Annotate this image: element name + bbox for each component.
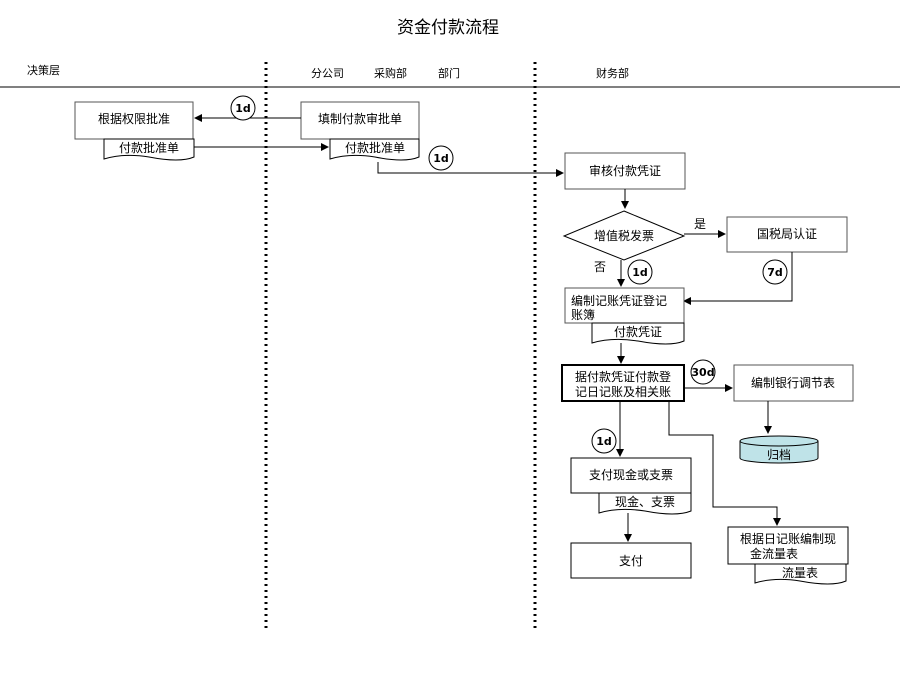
bank-reconciliation-label: 编制银行调节表 xyxy=(751,375,835,390)
duration-circle-3: 1d xyxy=(627,259,653,285)
register-journal-box: 据付款凭证付款登 记日记账及相关账 xyxy=(561,364,685,402)
svg-text:7d: 7d xyxy=(767,266,783,279)
svg-text:1d: 1d xyxy=(433,152,449,165)
register-journal-line2: 记日记账及相关账 xyxy=(575,385,671,399)
approval-doc-mid: 付款批准单 xyxy=(329,138,420,161)
lane-branch-label: 分公司 xyxy=(311,67,344,80)
fill-payment-form-box: 填制付款审批单 xyxy=(300,101,420,140)
svg-text:30d: 30d xyxy=(691,366,714,379)
prepare-voucher-label: 编制记账凭证登记账簿 xyxy=(571,293,667,322)
fill-payment-form-label: 填制付款审批单 xyxy=(318,111,402,126)
arrow-doc-to-review xyxy=(377,162,564,177)
pay-label: 支付 xyxy=(619,554,643,568)
cashflow-box: 根据日记账编制现 金流量表 xyxy=(727,526,849,565)
review-voucher-label: 审核付款凭证 xyxy=(589,163,661,178)
lane-dept-label: 部门 xyxy=(438,66,460,80)
tax-bureau-label: 国税局认证 xyxy=(757,227,817,241)
pay-cash-or-check-box: 支付现金或支票 xyxy=(570,457,692,494)
cash-check-doc-label: 现金、支票 xyxy=(615,494,675,509)
archive-label: 归档 xyxy=(767,448,791,462)
approve-by-authority-box: 根据权限批准 xyxy=(74,101,194,140)
lane-finance-label: 财务部 xyxy=(596,66,629,80)
approval-doc-left-label: 付款批准单 xyxy=(119,140,179,155)
bank-reconciliation-box: 编制银行调节表 xyxy=(733,364,854,402)
prepare-voucher-box: 编制记账凭证登记账簿 xyxy=(564,287,685,324)
duration-circle-6: 1d xyxy=(591,428,617,454)
svg-text:1d: 1d xyxy=(632,266,648,279)
pay-cash-or-check-label: 支付现金或支票 xyxy=(589,467,673,482)
arrow-tax-to-voucher xyxy=(683,252,793,305)
cash-check-doc: 现金、支票 xyxy=(598,492,692,515)
tax-bureau-box: 国税局认证 xyxy=(726,216,848,253)
no-label: 否 xyxy=(594,260,606,274)
approval-doc-left: 付款批准单 xyxy=(103,138,195,161)
page-title: 资金付款流程 xyxy=(397,18,499,38)
approval-doc-mid-label: 付款批准单 xyxy=(345,140,405,155)
vat-invoice-decision: 增值税发票 xyxy=(562,210,686,261)
svg-text:1d: 1d xyxy=(235,102,251,115)
review-voucher-box: 审核付款凭证 xyxy=(564,152,686,190)
cashflow-line1: 根据日记账编制现 xyxy=(740,531,836,546)
duration-circle-1: 1d xyxy=(230,95,256,121)
approve-by-authority-label: 根据权限批准 xyxy=(98,111,170,126)
svg-text:1d: 1d xyxy=(596,435,612,448)
duration-circle-4: 7d xyxy=(762,259,788,285)
register-journal-line1: 据付款凭证付款登 xyxy=(575,369,671,384)
cashflow-line2: 金流量表 xyxy=(750,546,798,561)
payment-voucher-doc: 付款凭证 xyxy=(591,322,685,345)
pay-box: 支付 xyxy=(570,542,692,579)
archive-database: 归档 xyxy=(739,435,819,464)
vat-invoice-label: 增值税发票 xyxy=(594,228,654,243)
payment-voucher-doc-label: 付款凭证 xyxy=(614,324,662,339)
cashflow-doc: 流量表 xyxy=(754,563,847,585)
lane-purchasing-label: 采购部 xyxy=(374,66,407,80)
duration-circle-5: 30d xyxy=(690,359,716,385)
yes-label: 是 xyxy=(694,217,706,231)
duration-circle-2: 1d xyxy=(428,145,454,171)
lane-decision-label: 决策层 xyxy=(27,63,60,77)
arrow-journal-to-cashflow xyxy=(668,401,781,526)
cashflow-doc-label: 流量表 xyxy=(782,566,818,580)
